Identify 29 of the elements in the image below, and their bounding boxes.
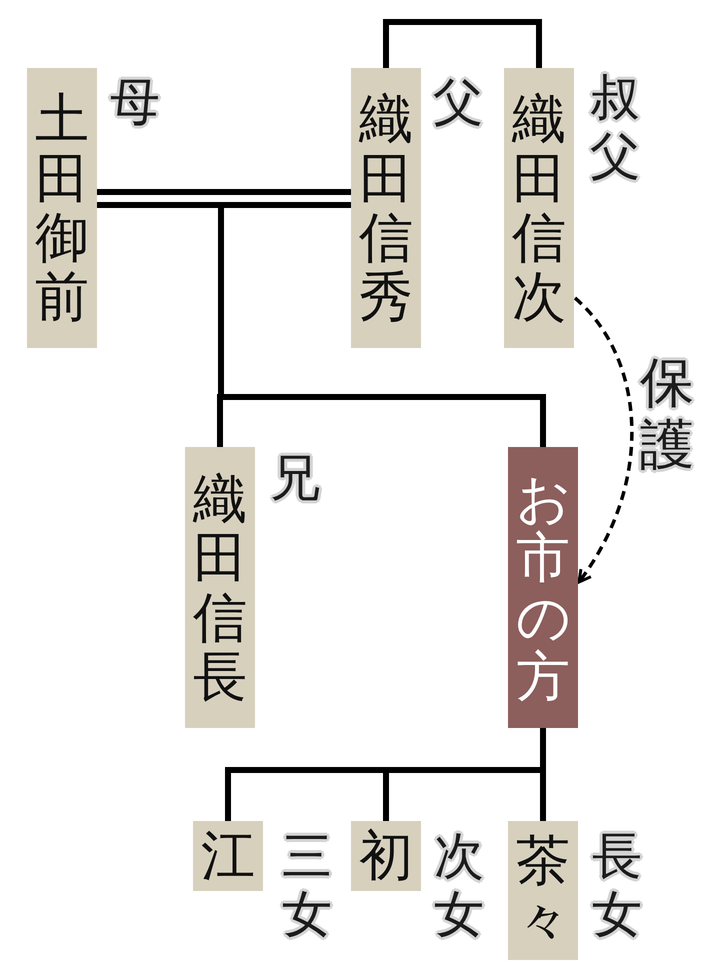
person-box <box>185 447 255 728</box>
person-box <box>504 68 574 348</box>
marriage-line <box>97 202 351 208</box>
descent-line <box>217 394 223 447</box>
relation-label: 叔父 <box>590 70 640 185</box>
person-name: 江 <box>201 826 255 886</box>
person-box <box>27 68 97 348</box>
person-box <box>508 821 578 960</box>
person-name: 織田信長 <box>193 468 247 706</box>
person-name: 土田御前 <box>35 89 89 327</box>
person-name: 織田信秀 <box>359 89 413 327</box>
relation-label: 長女 <box>592 828 642 943</box>
sibling-line <box>383 19 542 68</box>
person-box <box>351 821 421 891</box>
relation-label: 次女 <box>434 828 484 943</box>
marriage-line <box>97 189 351 195</box>
relation-label: 三女 <box>282 828 332 943</box>
person-box <box>351 68 421 348</box>
person-box <box>508 447 578 728</box>
person-name: 織田信次 <box>512 89 566 327</box>
person-name: 茶々 <box>516 831 570 950</box>
person-name: お市の方 <box>516 468 570 706</box>
relation-label: 父 <box>433 74 483 132</box>
descent-line <box>218 205 224 397</box>
person-name: 初 <box>359 826 413 886</box>
relation-label: 兄 <box>270 450 320 508</box>
relation-label: 母 <box>110 74 160 132</box>
descent-line <box>221 394 546 447</box>
person-box <box>193 821 263 891</box>
